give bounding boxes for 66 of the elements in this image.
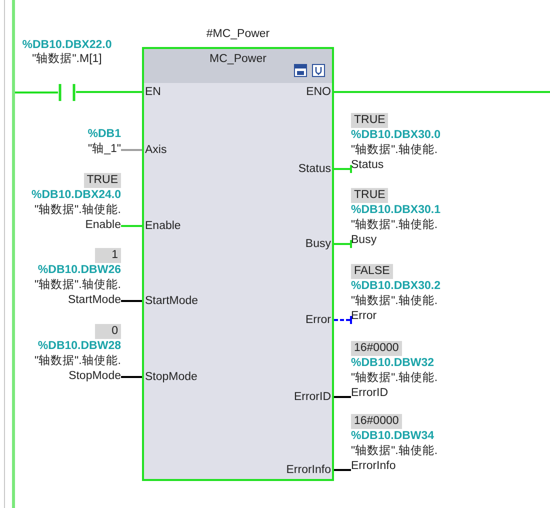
connection-line [334,396,351,398]
value-display: TRUE [84,173,121,188]
operand [34,324,121,384]
function-block [142,47,334,481]
pin-label: Enable [145,219,181,233]
value-display: TRUE [351,188,388,203]
operand-name: Error [351,310,377,322]
operand-name: "轴数据".轴使能. [351,295,438,307]
contact-symbol [58,84,76,101]
value-display: 1 [95,248,121,263]
operand-name: "轴_1" [88,143,121,155]
operand-address: %DB10.DBX24.0 [32,189,121,201]
operand-name: ErrorInfo [351,460,396,472]
block-title: MC_Power [208,52,268,67]
pin-label: ErrorInfo [286,463,331,477]
connection-line [334,469,351,471]
operand-address: %DB10.DBX22.0 [21,38,113,52]
operand-address: %DB10.DBX30.0 [351,129,440,141]
pin-label: ErrorID [294,390,331,404]
pin-label: ENO [306,85,331,99]
operand-name: "轴数据".轴使能. [351,445,438,457]
connection-line [121,225,142,227]
operand-name: "轴数据".轴使能. [34,355,121,367]
operand-name: Status [351,159,384,171]
connection-line [121,149,142,151]
connection-line [334,164,352,174]
operand-address: %DB10.DBX30.2 [351,280,440,292]
value-display: TRUE [351,113,388,128]
operand-name: Enable [85,219,121,231]
value-display: 16#0000 [351,414,402,429]
connection-line [334,239,352,249]
operand-address: %DB10.DBW32 [351,357,434,369]
connection-line [121,300,142,302]
operand [351,188,440,248]
pin-label: StopMode [145,370,198,384]
value-display: 0 [95,324,121,339]
pin-label: EN [145,85,161,99]
value-display: 16#0000 [351,341,402,356]
pin-label: StartMode [145,294,198,308]
connection-line [15,92,58,94]
operand-address: %DB10.DBW28 [38,340,121,352]
value-display: FALSE [351,264,393,279]
operand-name: Busy [351,234,377,246]
operand-name: "轴数据".轴使能. [351,372,438,384]
operand-name: ErrorID [351,387,388,399]
operand-name: "轴数据".轴使能. [351,144,438,156]
operand-name: StartMode [68,294,121,306]
operand-name: StopMode [68,370,121,382]
operand-name: "轴数据".轴使能. [34,279,121,291]
power-rail [12,0,15,508]
connection-line [121,376,142,378]
pin-label: Axis [145,143,167,157]
pin-label: Error [305,313,331,327]
operand-name: "轴数据".M[1] [31,52,103,67]
operand-address: %DB1 [88,128,121,140]
operand-address: %DB10.DBW26 [38,264,121,276]
instance-name: #MC_Power [205,27,271,42]
connection-line [334,91,550,93]
operand-address: %DB10.DBX30.1 [351,204,440,216]
operand-address: %DB10.DBW34 [351,430,434,442]
pin-label: Busy [305,237,331,251]
pin-label: Status [298,162,331,176]
operand-name: "轴数据".轴使能. [351,219,438,231]
connection-line [334,315,352,325]
operand-name: "轴数据".轴使能. [34,204,121,216]
connection-line [76,91,142,93]
